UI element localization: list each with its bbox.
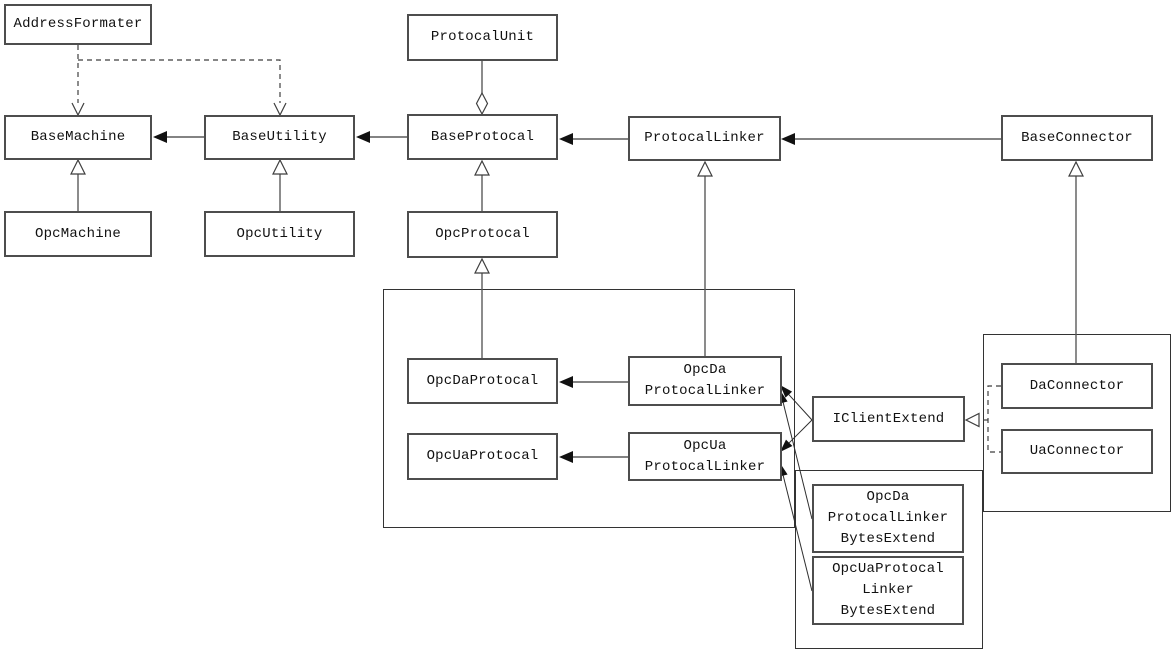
class-label: OpcUaProtocal Linker BytesExtend	[832, 561, 944, 619]
class-box-protocallinker: ProtocalLinker	[628, 116, 781, 161]
class-label: BaseProtocal	[430, 128, 535, 145]
class-label: BaseMachine	[30, 129, 126, 145]
class-label: OpcMachine	[34, 225, 121, 242]
class-label: BaseConnector	[1021, 129, 1133, 146]
class-label: OpcProtocal	[435, 226, 530, 242]
edge-baseconnector-protocallinker	[781, 133, 1001, 145]
edge-opcprotocal-baseprotocal	[474, 159, 490, 211]
class-box-protocalunit: ProtocalUnit	[407, 14, 558, 61]
class-box-opcdaprotocallinkerbytesextend: OpcDa ProtocalLinker BytesExtend	[812, 484, 964, 553]
class-label: OpcUa ProtocalLinker	[644, 437, 766, 475]
class-label: OpcDa ProtocalLinker BytesExtend	[827, 489, 949, 547]
class-label: OpcDaProtocal	[426, 372, 539, 389]
class-box-opcmachine: OpcMachine	[4, 211, 152, 257]
class-box-addressformater: AddressFormater	[4, 4, 152, 45]
edge-baseprotocal-baseutility	[356, 131, 407, 143]
class-box-basemachine: BaseMachine	[4, 115, 152, 160]
class-box-iclientextend: IClientExtend	[812, 396, 965, 442]
class-box-baseconnector: BaseConnector	[1001, 115, 1153, 161]
edge-protocallinker-baseprotocal	[559, 133, 628, 145]
group-box-connectors	[983, 334, 1171, 512]
class-label: OpcUaProtocal	[426, 448, 539, 464]
class-label: AddressFormater	[13, 16, 143, 32]
class-label: ProtocalUnit	[430, 29, 535, 45]
class-box-baseutility: BaseUtility	[204, 115, 355, 160]
class-box-opcuaprotocallinker: OpcUa ProtocalLinker	[628, 432, 782, 481]
group-box-opc-protocal	[383, 289, 795, 528]
edge-opcutility-baseutility	[272, 158, 288, 211]
class-box-opcdaprotocallinker: OpcDa ProtocalLinker	[628, 356, 782, 406]
edge-daconnector-baseconnector	[1068, 160, 1084, 363]
class-label: ProtocalLinker	[644, 130, 765, 146]
class-label: OpcUtility	[236, 225, 323, 242]
class-box-opcuaprotocal: OpcUaProtocal	[407, 433, 558, 480]
class-box-daconnector: DaConnector	[1001, 363, 1153, 409]
edge-baseutility-basemachine	[153, 131, 204, 143]
edge-addressformater-basemachine	[71, 45, 85, 117]
edge-opcmachine-basemachine	[70, 158, 86, 211]
edge-protocalunit-baseprotocal-aggregation	[475, 61, 489, 116]
class-label: BaseUtility	[232, 129, 327, 145]
class-label: OpcDa ProtocalLinker	[644, 362, 766, 399]
class-box-opcdaprotocal: OpcDaProtocal	[407, 358, 558, 404]
class-box-uaconnector: UaConnector	[1001, 429, 1153, 474]
class-box-opcprotocal: OpcProtocal	[407, 211, 558, 258]
class-box-baseprotocal: BaseProtocal	[407, 114, 558, 160]
class-label: DaConnector	[1029, 377, 1125, 394]
class-label: UaConnector	[1029, 443, 1125, 459]
class-box-opcuaprotocallinkerbytesextend: OpcUaProtocal Linker BytesExtend	[812, 556, 964, 625]
class-box-opcutility: OpcUtility	[204, 211, 355, 257]
edge-addressformater-baseutility	[78, 59, 287, 117]
class-label: IClientExtend	[832, 410, 945, 427]
